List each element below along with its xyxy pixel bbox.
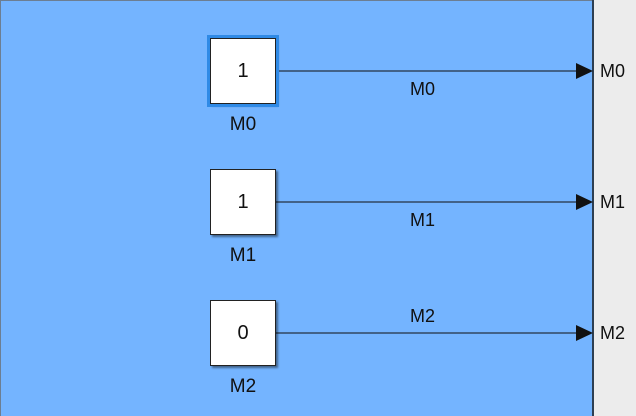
constant-block-m0[interactable]: 1 [207, 35, 279, 107]
port-label-m2: M2 [600, 323, 626, 343]
signal-label-m2[interactable]: M2 [410, 306, 436, 326]
arrowhead-m2-icon [576, 325, 593, 341]
block-label-m2: M2 [229, 376, 257, 397]
block-value-m0: 1 [237, 59, 249, 82]
subsystem-area[interactable] [0, 0, 592, 416]
block-value-m2: 0 [237, 321, 249, 344]
signal-label-m0[interactable]: M0 [410, 79, 436, 99]
block-label-m0: M0 [229, 114, 257, 135]
block-label-m1: M1 [229, 245, 257, 266]
arrowhead-m0-icon [576, 63, 593, 79]
output-port-bar [592, 0, 636, 416]
signal-label-m1[interactable]: M1 [410, 210, 436, 230]
port-label-m1: M1 [600, 192, 626, 212]
port-label-m0: M0 [600, 61, 626, 81]
arrowhead-m1-icon [576, 194, 593, 210]
constant-block-m1[interactable]: 1 [210, 169, 276, 235]
constant-block-m2[interactable]: 0 [210, 300, 276, 366]
block-value-m1: 1 [237, 190, 249, 213]
